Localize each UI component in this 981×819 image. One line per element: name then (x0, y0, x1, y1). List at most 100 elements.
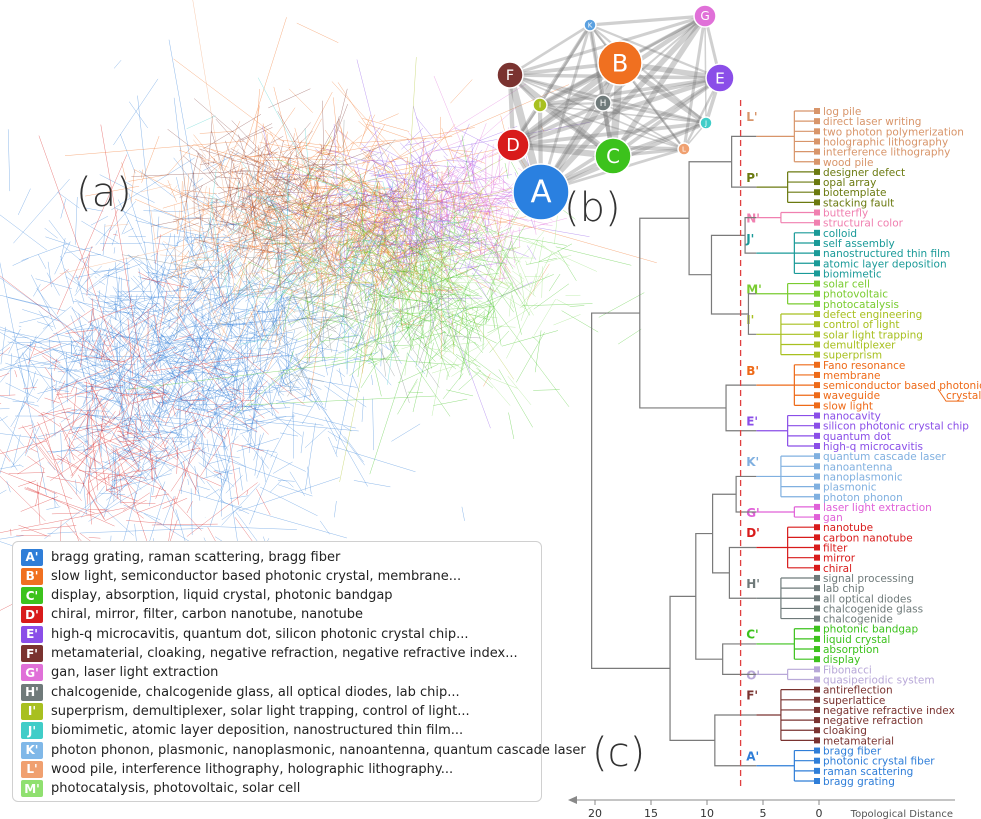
cluster-branches (756, 749, 814, 782)
leaf-marker (814, 686, 820, 693)
leaf-label: negative refraction (823, 715, 923, 727)
network-edge-G-L (682, 15, 707, 150)
leaf-marker (814, 605, 820, 612)
leaf-marker (814, 747, 820, 754)
leaf-marker (814, 778, 820, 784)
leaf-label: self assembly (823, 238, 895, 250)
network-edge-J-K (589, 24, 707, 124)
legend-chip: D' (21, 606, 43, 624)
panel-label-a: (a) (76, 170, 132, 216)
callout-label: crystal (946, 390, 981, 402)
network-node-F (496, 61, 524, 89)
leaf-marker (814, 341, 820, 348)
network-edge-I-K (539, 24, 591, 106)
leaf-marker (814, 290, 820, 297)
leaf-marker (814, 432, 820, 439)
legend-text: biomimetic, atomic layer deposition, nan… (51, 723, 464, 739)
leaf-label: solar light trapping (823, 329, 923, 341)
network-edge-D-K (511, 24, 592, 146)
leaf-label: nanocavity (823, 411, 881, 423)
leaf-label: semiconductor based photonic (823, 380, 981, 392)
legend-text: superprism, demultiplexer, solar light t… (51, 703, 470, 719)
axis-tick-label: 20 (588, 807, 602, 819)
leaf-marker (814, 727, 820, 734)
cluster-branches (756, 211, 814, 224)
leaf-marker (814, 646, 820, 653)
legend-row: B'slow light, semiconductor based photon… (21, 566, 461, 586)
leaf-label: nanostructured thin film (823, 248, 950, 260)
leaf-marker (814, 179, 820, 186)
leaf-label: bragg fiber (823, 746, 882, 758)
cluster-tag: J' (745, 232, 754, 246)
leaf-marker (814, 585, 820, 592)
leaf-label: quasiperiodic system (823, 674, 935, 686)
leaf-marker (814, 635, 820, 642)
leaf-marker (814, 300, 820, 307)
leaf-marker (814, 260, 820, 267)
leaf-marker (814, 534, 820, 541)
leaf-label: laser light extraction (823, 502, 932, 514)
legend-chip: E' (21, 625, 43, 643)
network-edge-E-K (589, 23, 721, 80)
legend-text: photocatalysis, photovoltaic, solar cell (51, 781, 301, 797)
network-edge-G-J (704, 15, 707, 124)
leaf-marker (814, 229, 820, 236)
cluster-tag: O' (746, 668, 760, 682)
leaf-label: nanoantenna (823, 461, 893, 473)
legend-text: metamaterial, cloaking, negative refract… (51, 646, 518, 661)
leaf-label: photovoltaic (823, 289, 888, 301)
leaf-marker (814, 706, 820, 713)
leaf-marker (814, 503, 820, 510)
legend-row: C'display, absorption, liquid crystal, p… (21, 586, 393, 606)
network-node-J (699, 116, 713, 130)
axis-tick-label: 5 (760, 807, 767, 819)
legend-row: L'wood pile, interference lithography, h… (21, 759, 453, 779)
leaf-marker (814, 280, 820, 287)
legend-text: chiral, mirror, filter, carbon nanotube,… (51, 607, 363, 623)
leaf-label: opal array (823, 177, 876, 189)
legend-text: high-q microcavitis, quantum dot, silico… (51, 626, 469, 642)
leaf-label: structural color (823, 218, 904, 230)
leaf-label: holographic lithography (823, 136, 948, 148)
leaf-label: display (823, 654, 860, 666)
leaf-marker (814, 737, 820, 744)
network-node-L (677, 142, 691, 156)
network-node-label-F: F (506, 68, 514, 84)
leaf-marker (814, 250, 820, 257)
leaf-label: chalcogenide glass (823, 603, 923, 615)
leaf-label: interference lithography (823, 147, 950, 159)
network-edge-F-L (509, 74, 685, 150)
leaf-label: designer defect (823, 167, 905, 179)
legend-text: chalcogenide, chalcogenide glass, all op… (51, 684, 460, 700)
cluster-branches (756, 668, 814, 681)
leaf-label: waveguide (823, 390, 880, 402)
leaf-label: bragg grating (823, 776, 895, 788)
leaf-marker (814, 148, 820, 155)
leaf-label: two photon polymerization (823, 126, 964, 138)
leaf-label: butterfly (823, 208, 868, 220)
network-node-label-G: G (700, 9, 709, 23)
leaf-marker (814, 402, 820, 409)
cluster-tag: G' (746, 506, 760, 520)
leaf-label: demultiplexer (823, 339, 896, 351)
leaf-label: raman scattering (823, 766, 913, 778)
leaf-label: gan (823, 512, 843, 524)
leaf-label: biotemplate (823, 187, 886, 199)
network-edge-A-E (540, 76, 721, 194)
network-edge-C-G (610, 14, 708, 158)
leaf-marker (814, 554, 820, 561)
cluster-branches (756, 313, 814, 356)
leaf-label: negative refractive index (823, 705, 955, 717)
network-edge-G-H (602, 15, 706, 104)
leaf-label: quantum cascade laser (823, 451, 946, 463)
legend-chip: L' (21, 760, 43, 778)
hairball-edges-cluster-7 (271, 167, 598, 416)
network-node-label-E: E (715, 69, 725, 87)
leaf-marker (814, 463, 820, 470)
hairball-edges-cluster-12 (59, 0, 388, 375)
cluster-branches (756, 171, 814, 203)
leaf-marker (814, 311, 820, 318)
leaf-label: filter (823, 543, 848, 555)
